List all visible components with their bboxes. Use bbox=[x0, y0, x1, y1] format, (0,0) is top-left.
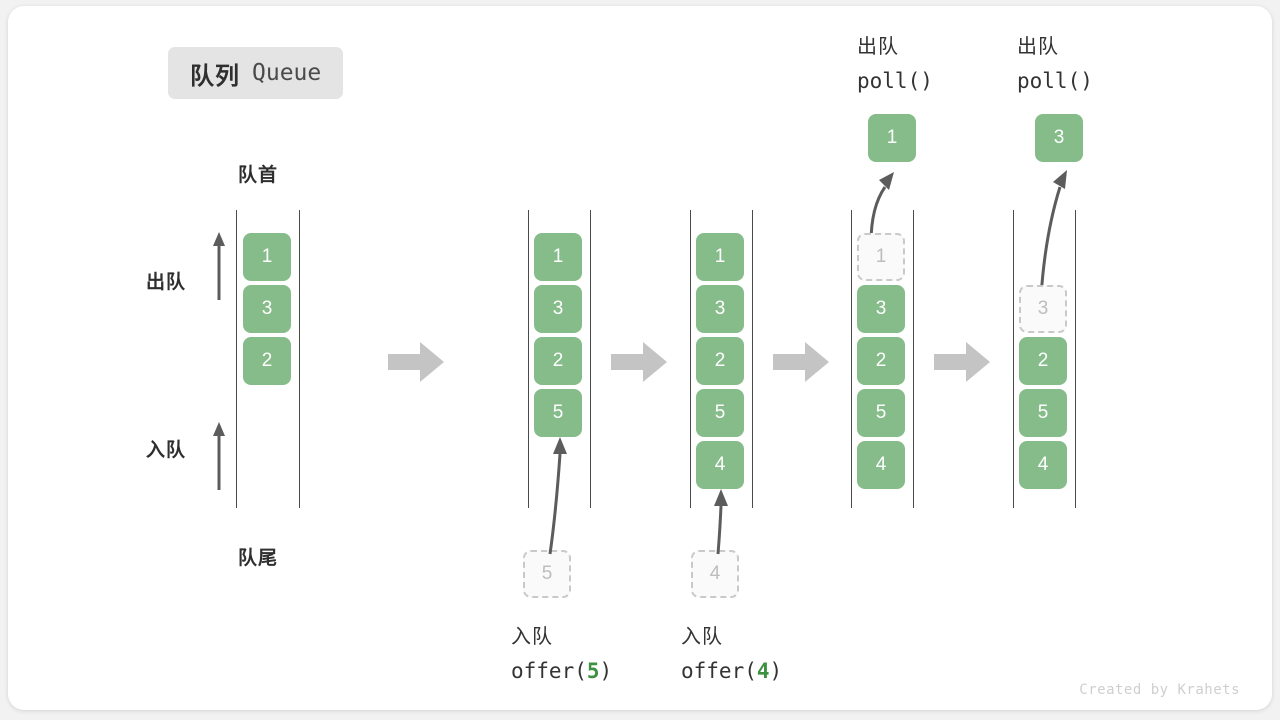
dequeue-direction-label: 出队 bbox=[146, 272, 187, 293]
poll-3-caption-cn: 出队 bbox=[1017, 36, 1059, 58]
offer-5-code-prefix: offer( bbox=[511, 659, 587, 683]
rail-left bbox=[236, 210, 237, 508]
queue-cell-removed: 1 bbox=[857, 233, 905, 281]
poll-1-caption-code: poll() bbox=[857, 69, 933, 93]
rail-right bbox=[299, 210, 300, 508]
queue-cell: 2 bbox=[534, 337, 582, 385]
title-english: Queue bbox=[252, 60, 322, 86]
incoming-element-placeholder: 4 bbox=[691, 550, 739, 598]
rail-right bbox=[590, 210, 591, 508]
dequeued-element: 3 bbox=[1035, 114, 1083, 162]
transition-arrow-icon bbox=[388, 342, 444, 382]
poll-1-caption: 出队 poll() bbox=[857, 30, 933, 98]
queue-cell: 5 bbox=[1019, 389, 1067, 437]
offer-4-code-number: 4 bbox=[756, 659, 770, 683]
rail-left bbox=[690, 210, 691, 508]
offer-5-caption-cn: 入队 bbox=[511, 626, 553, 648]
rail-right bbox=[913, 210, 914, 508]
queue-cell: 3 bbox=[243, 285, 291, 333]
offer-5-code-suffix: ) bbox=[599, 659, 613, 683]
rail-right bbox=[1075, 210, 1076, 508]
rear-label: 队尾 bbox=[238, 548, 279, 569]
queue-cell: 1 bbox=[534, 233, 582, 281]
title-badge: 队列 Queue bbox=[168, 47, 344, 99]
queue-cell: 3 bbox=[534, 285, 582, 333]
enqueue-direction-arrow-icon bbox=[213, 422, 225, 490]
poll-1-caption-cn: 出队 bbox=[857, 36, 899, 58]
offer-4-caption: 入队 offer(4) bbox=[681, 620, 782, 688]
queue-cell: 4 bbox=[1019, 441, 1067, 489]
queue-cell: 1 bbox=[243, 233, 291, 281]
queue-cell-removed: 3 bbox=[1019, 285, 1067, 333]
rail-left bbox=[528, 210, 529, 508]
title-chinese: 队列 bbox=[190, 62, 240, 90]
offer-4-code-prefix: offer( bbox=[681, 659, 757, 683]
offer-5-code-number: 5 bbox=[586, 659, 600, 683]
queue-cell: 4 bbox=[857, 441, 905, 489]
enqueue-curve-arrow-icon bbox=[548, 437, 567, 555]
rail-right bbox=[752, 210, 753, 508]
rail-left bbox=[851, 210, 852, 508]
queue-cell: 2 bbox=[1019, 337, 1067, 385]
rail-left bbox=[1013, 210, 1014, 508]
poll-3-caption: 出队 poll() bbox=[1017, 30, 1093, 98]
transition-arrow-icon bbox=[611, 342, 667, 382]
queue-cell: 2 bbox=[243, 337, 291, 385]
queue-cell: 5 bbox=[696, 389, 744, 437]
offer-4-caption-code: offer(4) bbox=[681, 654, 782, 688]
queue-cell: 3 bbox=[696, 285, 744, 333]
queue-cell: 3 bbox=[857, 285, 905, 333]
offer-5-caption-code: offer(5) bbox=[511, 654, 612, 688]
transition-arrow-icon bbox=[934, 342, 990, 382]
front-label: 队首 bbox=[238, 165, 279, 186]
offer-5-caption: 入队 offer(5) bbox=[511, 620, 612, 688]
queue-cell: 2 bbox=[696, 337, 744, 385]
transition-arrow-icon bbox=[773, 342, 829, 382]
queue-cell: 1 bbox=[696, 233, 744, 281]
poll-3-caption-code: poll() bbox=[1017, 69, 1093, 93]
queue-cell-new: 5 bbox=[534, 389, 582, 437]
offer-4-caption-cn: 入队 bbox=[681, 626, 723, 648]
queue-cell: 2 bbox=[857, 337, 905, 385]
incoming-element-placeholder: 5 bbox=[523, 550, 571, 598]
dequeue-curve-arrow-icon bbox=[1039, 170, 1067, 298]
enqueue-direction-label: 入队 bbox=[146, 440, 187, 461]
queue-cell: 5 bbox=[857, 389, 905, 437]
dequeue-direction-arrow-icon bbox=[213, 232, 225, 300]
dequeued-element: 1 bbox=[868, 114, 916, 162]
enqueue-curve-arrow-icon bbox=[714, 489, 728, 555]
offer-4-code-suffix: ) bbox=[769, 659, 783, 683]
credit-text: Created by Krahets bbox=[1079, 682, 1240, 698]
queue-cell-new: 4 bbox=[696, 441, 744, 489]
